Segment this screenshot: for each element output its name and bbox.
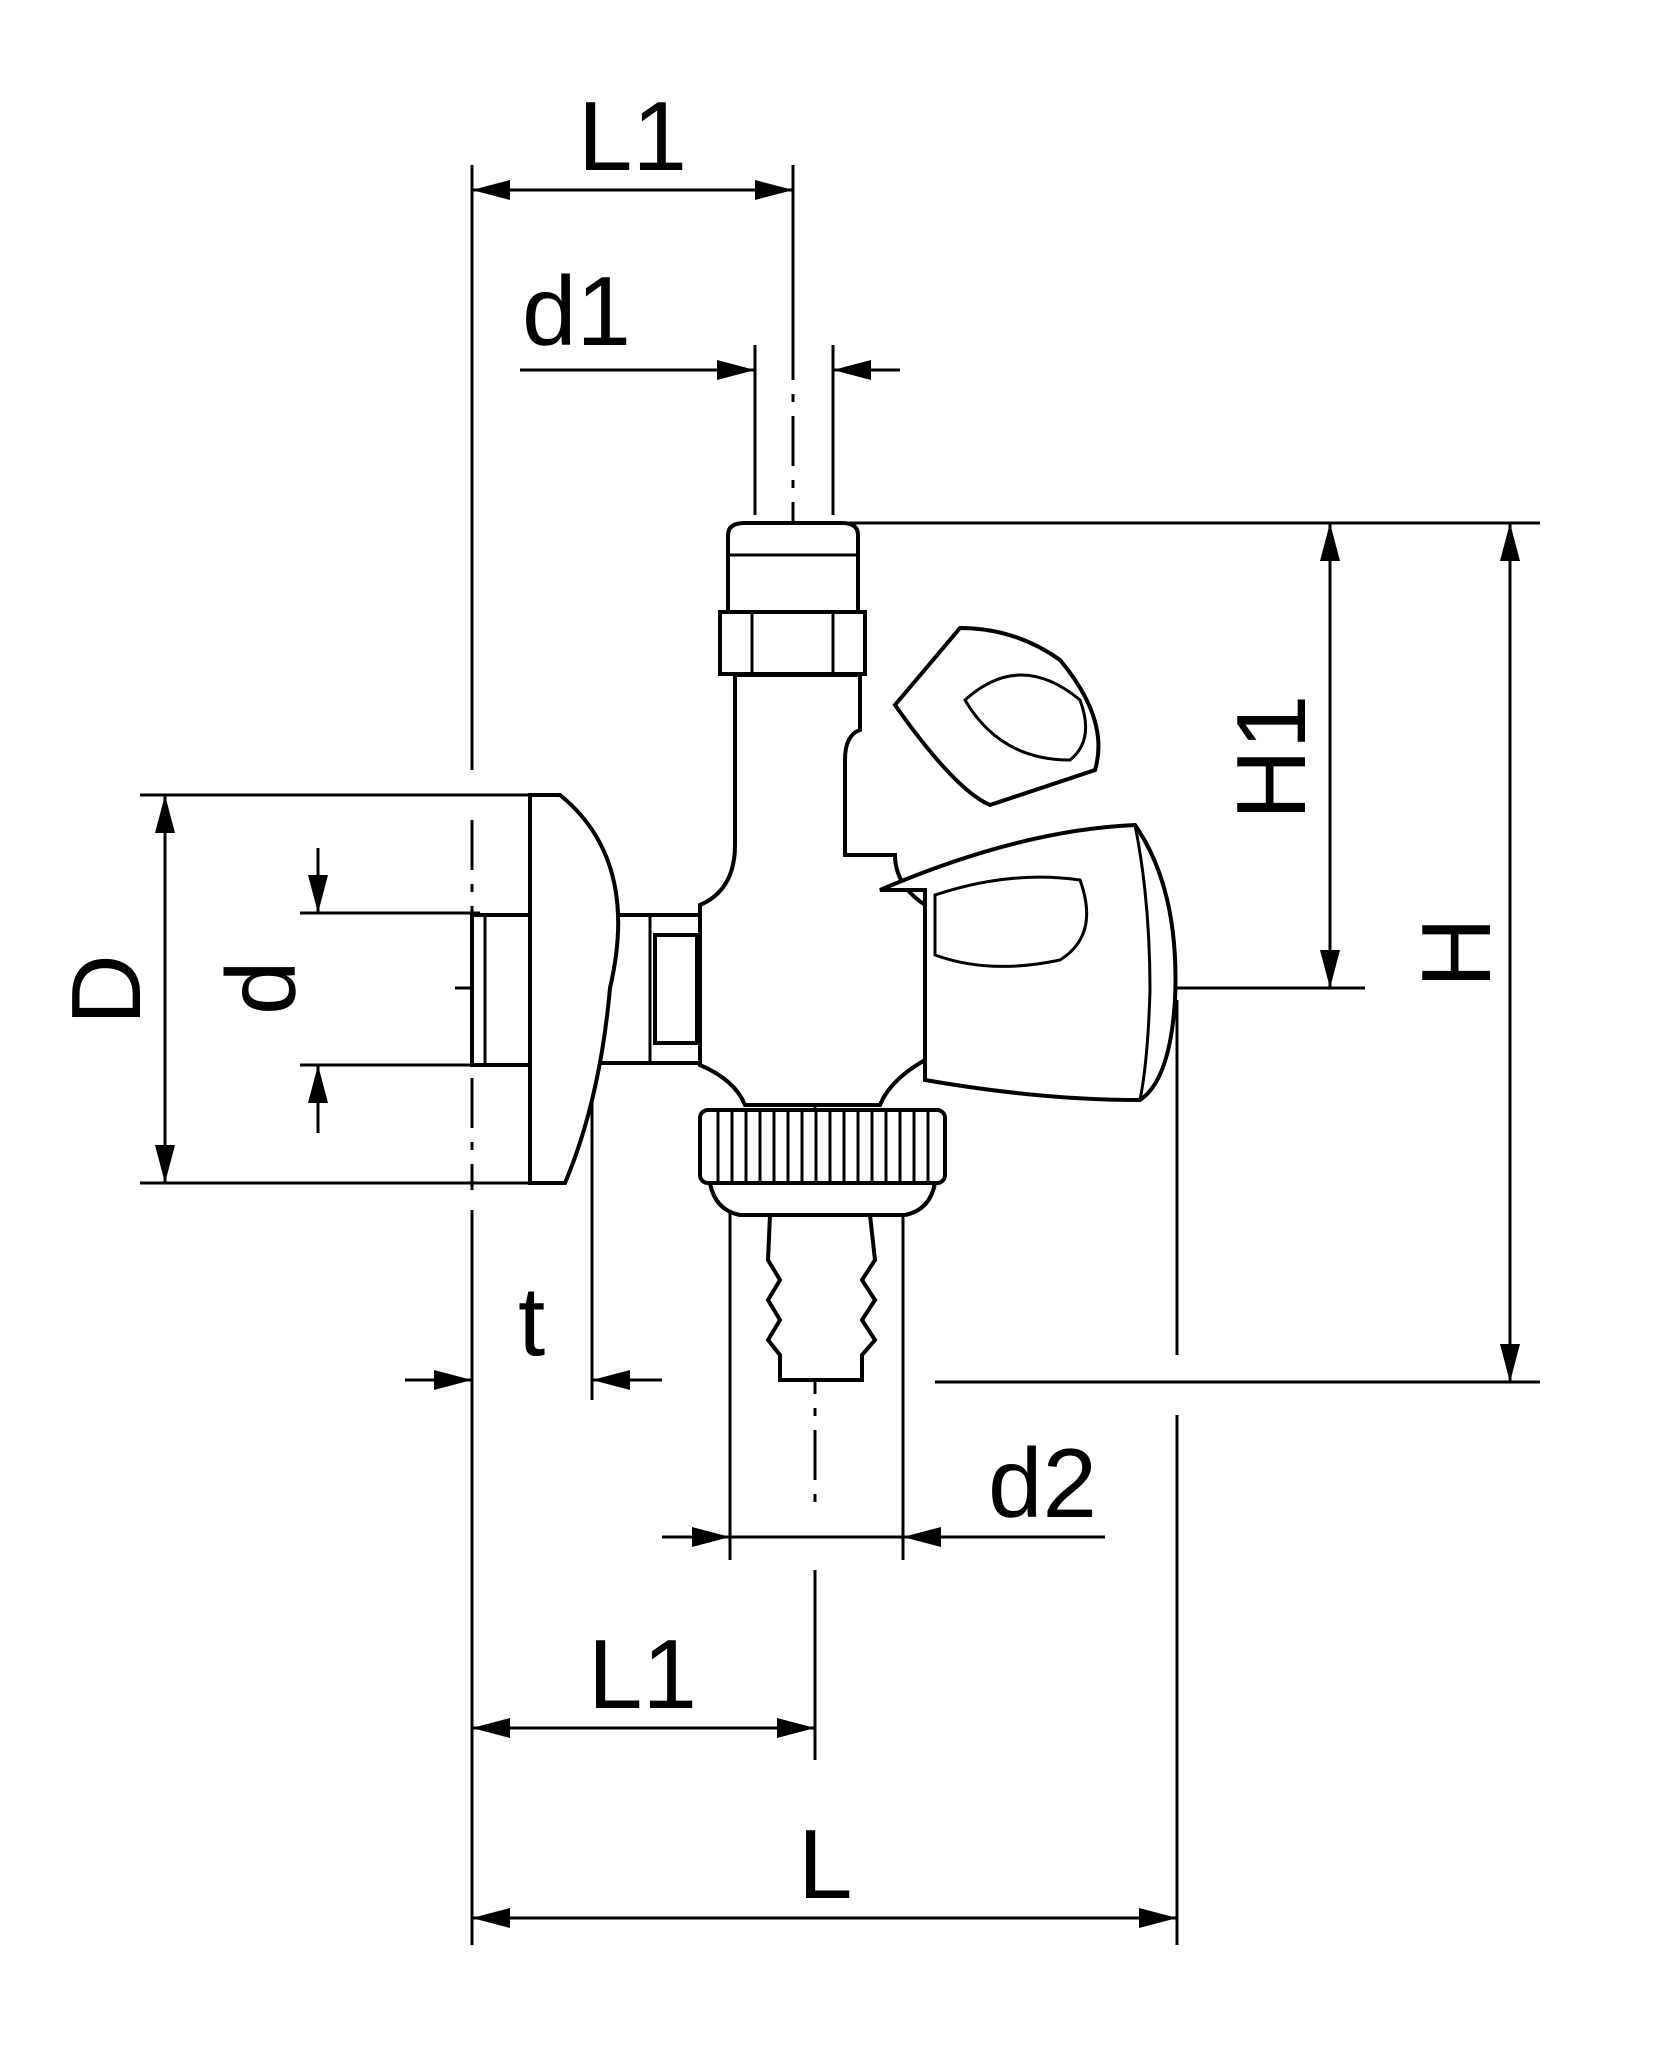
extension-lines — [140, 165, 1540, 1945]
label-t: t — [518, 1266, 545, 1376]
dimension-lines — [155, 180, 1520, 1928]
dimension-labels: L1 d1 H1 H D d t d2 L1 L — [51, 81, 1511, 1919]
label-d2: d2 — [988, 1428, 1097, 1538]
label-d1: d1 — [522, 256, 631, 366]
label-L1-bottom: L1 — [588, 1619, 697, 1729]
label-d: d — [206, 960, 316, 1015]
label-L: L — [798, 1809, 853, 1919]
knurl-ridges — [716, 1112, 930, 1181]
label-H1: H1 — [1216, 695, 1326, 820]
label-D: D — [51, 954, 161, 1025]
valve-body — [470, 521, 1178, 1382]
label-L1-top: L1 — [578, 81, 687, 191]
label-H: H — [1401, 917, 1511, 988]
